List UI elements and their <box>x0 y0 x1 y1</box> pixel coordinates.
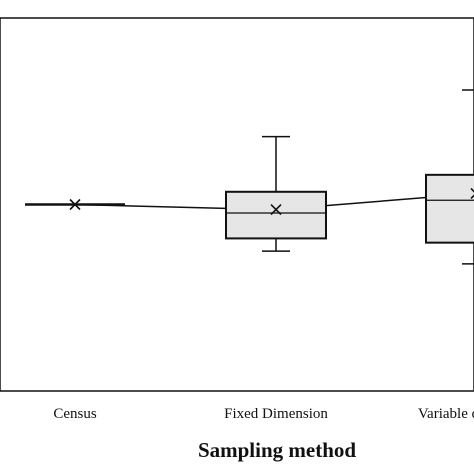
x-tick-label-census: Census <box>53 406 97 422</box>
mean-marker <box>270 204 282 216</box>
plot-frame <box>0 17 474 392</box>
mean-marker-stroke <box>270 204 282 216</box>
x-axis-title: Sampling method <box>198 438 356 462</box>
mean-marker-stroke <box>470 194 474 200</box>
iqr-box <box>425 173 474 244</box>
mean-marker <box>69 198 81 211</box>
mean-marker-stroke <box>69 198 81 211</box>
box-group-census <box>25 198 125 211</box>
box-group-variable-dimension <box>425 89 474 265</box>
mean-marker-stroke <box>470 187 474 193</box>
iqr-box <box>225 190 327 240</box>
mean-marker <box>470 187 474 200</box>
x-tick-label-fixed-dimension: Fixed Dimension <box>224 406 328 422</box>
box-group-fixed-dimension <box>225 135 327 252</box>
x-tick-label-variable-dimension: Variable dimension <box>418 406 474 422</box>
